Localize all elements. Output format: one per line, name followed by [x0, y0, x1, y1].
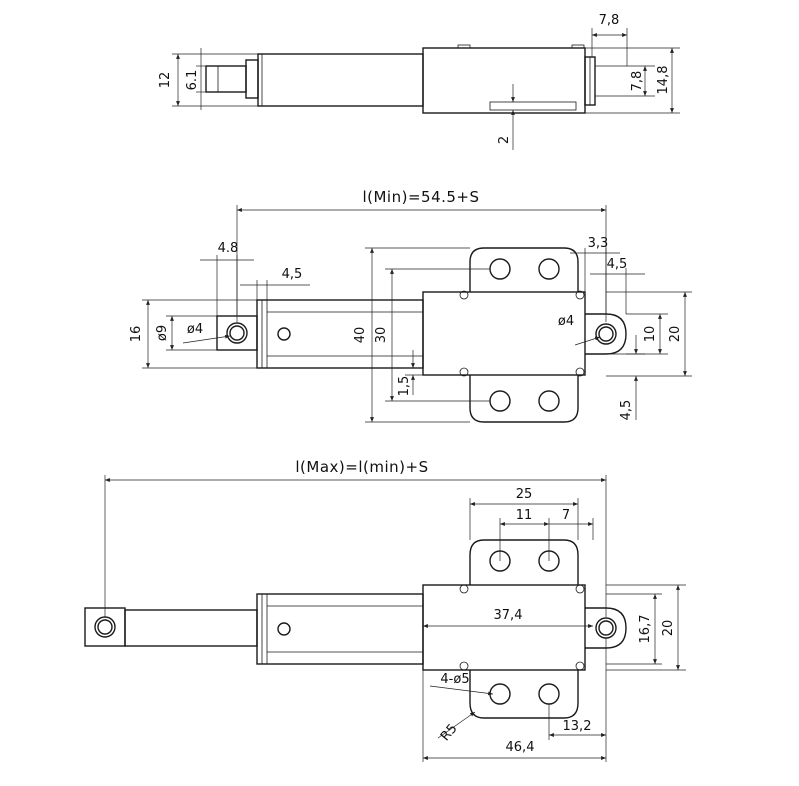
dim-40: 40 [353, 327, 368, 344]
mid-motor-body [422, 291, 586, 376]
top-motor-bottom-plate [489, 101, 577, 111]
dim-20-bot: 20 [661, 620, 676, 637]
mid-hole-lr [538, 390, 560, 412]
top-rod-flange [245, 59, 259, 99]
length-max-label: l(Max)=l(min)+S [295, 458, 428, 476]
mid-rod-eye-outer [226, 322, 248, 344]
dim-16: 16 [129, 326, 144, 343]
dim-4-8: 4.8 [218, 241, 239, 256]
dim-2: 2 [497, 136, 512, 144]
dim-4-5-bottom: 4,5 [619, 400, 634, 421]
dim-3-3: 3,3 [588, 236, 609, 251]
bot-housing-upper-flange [469, 539, 579, 585]
dim-4-5-top: 4,5 [282, 267, 303, 282]
dim-7-8-h: 7,8 [599, 13, 620, 28]
bot-tube [256, 593, 424, 665]
dim-16-7: 16,7 [638, 615, 653, 644]
dim-phi4-right: ø4 [558, 314, 574, 329]
dim-14-8: 14,8 [656, 66, 671, 95]
dim-phi9: ø9 [155, 325, 170, 341]
dim-11: 11 [516, 508, 533, 523]
mid-tube-hole [277, 327, 291, 341]
dim-7: 7 [562, 508, 570, 523]
dim-1-5: 1,5 [397, 376, 412, 397]
top-motor-box [422, 47, 586, 114]
dim-25: 25 [516, 487, 533, 502]
dim-6-1: 6.1 [185, 70, 200, 91]
bot-tube-hole [277, 622, 291, 636]
bot-hole-lr [538, 683, 560, 705]
dim-4-5-right: 4,5 [607, 257, 628, 272]
mid-hole-ul [489, 258, 511, 280]
mid-tube [256, 299, 424, 369]
dim-7-8-v: 7,8 [630, 71, 645, 92]
middle-view: l(Min)=54.5+S 4.8 4,5 16 ø9 ø4 40 30 [129, 188, 692, 423]
mid-rear-eye [595, 323, 617, 345]
mid-hole-ll [489, 390, 511, 412]
length-min-label: l(Min)=54.5+S [362, 188, 479, 206]
dim-4-phi5: 4-ø5 [440, 672, 469, 687]
top-rod-end [205, 65, 247, 93]
dim-46-4: 46,4 [506, 740, 535, 755]
dim-37-4: 37,4 [494, 608, 523, 623]
bot-motor-body [422, 584, 586, 671]
dim-20-mid: 20 [668, 326, 683, 343]
dim-phi4-left: ø4 [187, 322, 203, 337]
mid-rod-eye-inner [229, 325, 245, 341]
top-tube [257, 53, 424, 107]
top-view: 12 6.1 7,8 7,8 14,8 2 [158, 13, 680, 150]
mid-housing-lower-flange [469, 375, 579, 423]
dim-30: 30 [374, 327, 389, 344]
dim-10: 10 [643, 326, 658, 343]
bottom-view: l(Max)=l(min)+S 25 11 7 37,4 16,7 20 4-ø… [84, 458, 686, 762]
bot-housing-lower-flange [469, 670, 579, 719]
mid-housing-upper-flange [469, 247, 579, 292]
mid-hole-ur [538, 258, 560, 280]
dim-12: 12 [158, 72, 173, 89]
bot-rod [124, 609, 258, 647]
dim-13-2: 13,2 [563, 719, 592, 734]
mid-rear-clevis [585, 313, 627, 355]
bot-rear-clevis [585, 607, 627, 649]
